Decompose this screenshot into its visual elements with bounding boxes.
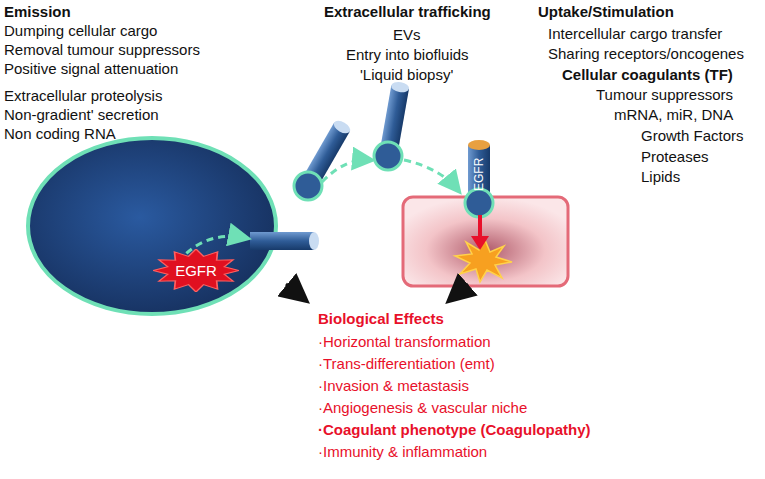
list-item: Non-gradient' secretion xyxy=(4,106,159,124)
list-item: Emission xyxy=(4,3,71,21)
list-item: Entry into biofluids xyxy=(346,46,469,64)
effect-arrow xyxy=(286,284,303,298)
ev-receptor: EGFR xyxy=(472,157,486,191)
list-item: Cellular coagulants (TF) xyxy=(562,66,733,84)
donor-cell xyxy=(28,138,276,314)
list-item: Uptake/Stimulation xyxy=(538,3,674,21)
list-item: EVs xyxy=(393,26,421,44)
trafficking-path xyxy=(322,160,370,182)
list-item: Sharing receptors/oncogenes xyxy=(548,45,744,63)
receptor-label: EGFR xyxy=(153,249,239,279)
ev-vesicle xyxy=(374,81,410,170)
effect-arrow xyxy=(452,284,468,298)
list-item: Non coding RNA xyxy=(4,125,116,143)
list-item: Intercellular cargo transfer xyxy=(548,25,722,43)
signal-burst xyxy=(455,240,512,282)
ev-vesicle xyxy=(294,118,352,200)
effect-item: ·Immunity & inflammation xyxy=(318,443,487,461)
list-item: Lipids xyxy=(641,168,680,186)
list-item: Extracellular proteolysis xyxy=(4,87,162,105)
effect-item: ·Invasion & metastasis xyxy=(318,377,469,395)
effect-item: ·Angiogenesis & vascular niche xyxy=(318,399,527,417)
list-item: Tumour suppressors xyxy=(596,86,733,104)
ev-docking xyxy=(465,140,493,217)
list-item: Growth Factors xyxy=(641,127,744,145)
signal-arrowhead xyxy=(471,236,489,250)
list-item: mRNA, miR, DNA xyxy=(614,106,733,124)
list-item: Proteases xyxy=(641,148,709,166)
effect-item: ·Horizontal transformation xyxy=(318,333,491,351)
trafficking-path xyxy=(404,160,458,190)
receptor-label: EGFR xyxy=(472,157,486,191)
ev-budding xyxy=(250,232,319,250)
list-item: Removal tumour suppressors xyxy=(4,41,200,59)
list-item: Dumping cellular cargo xyxy=(4,22,157,40)
effect-item: Biological Effects xyxy=(318,310,444,328)
list-item: 'Liquid biopsy' xyxy=(360,66,453,84)
receptor-starburst: EGFR xyxy=(153,249,239,292)
list-item: Extracellular trafficking xyxy=(324,3,491,21)
list-item: Positive signal attenuation xyxy=(4,60,178,78)
effect-item: ·Coagulant phenotype (Coagulopathy) xyxy=(318,421,590,439)
effect-item: ·Trans-differentiation (emt) xyxy=(318,355,495,373)
